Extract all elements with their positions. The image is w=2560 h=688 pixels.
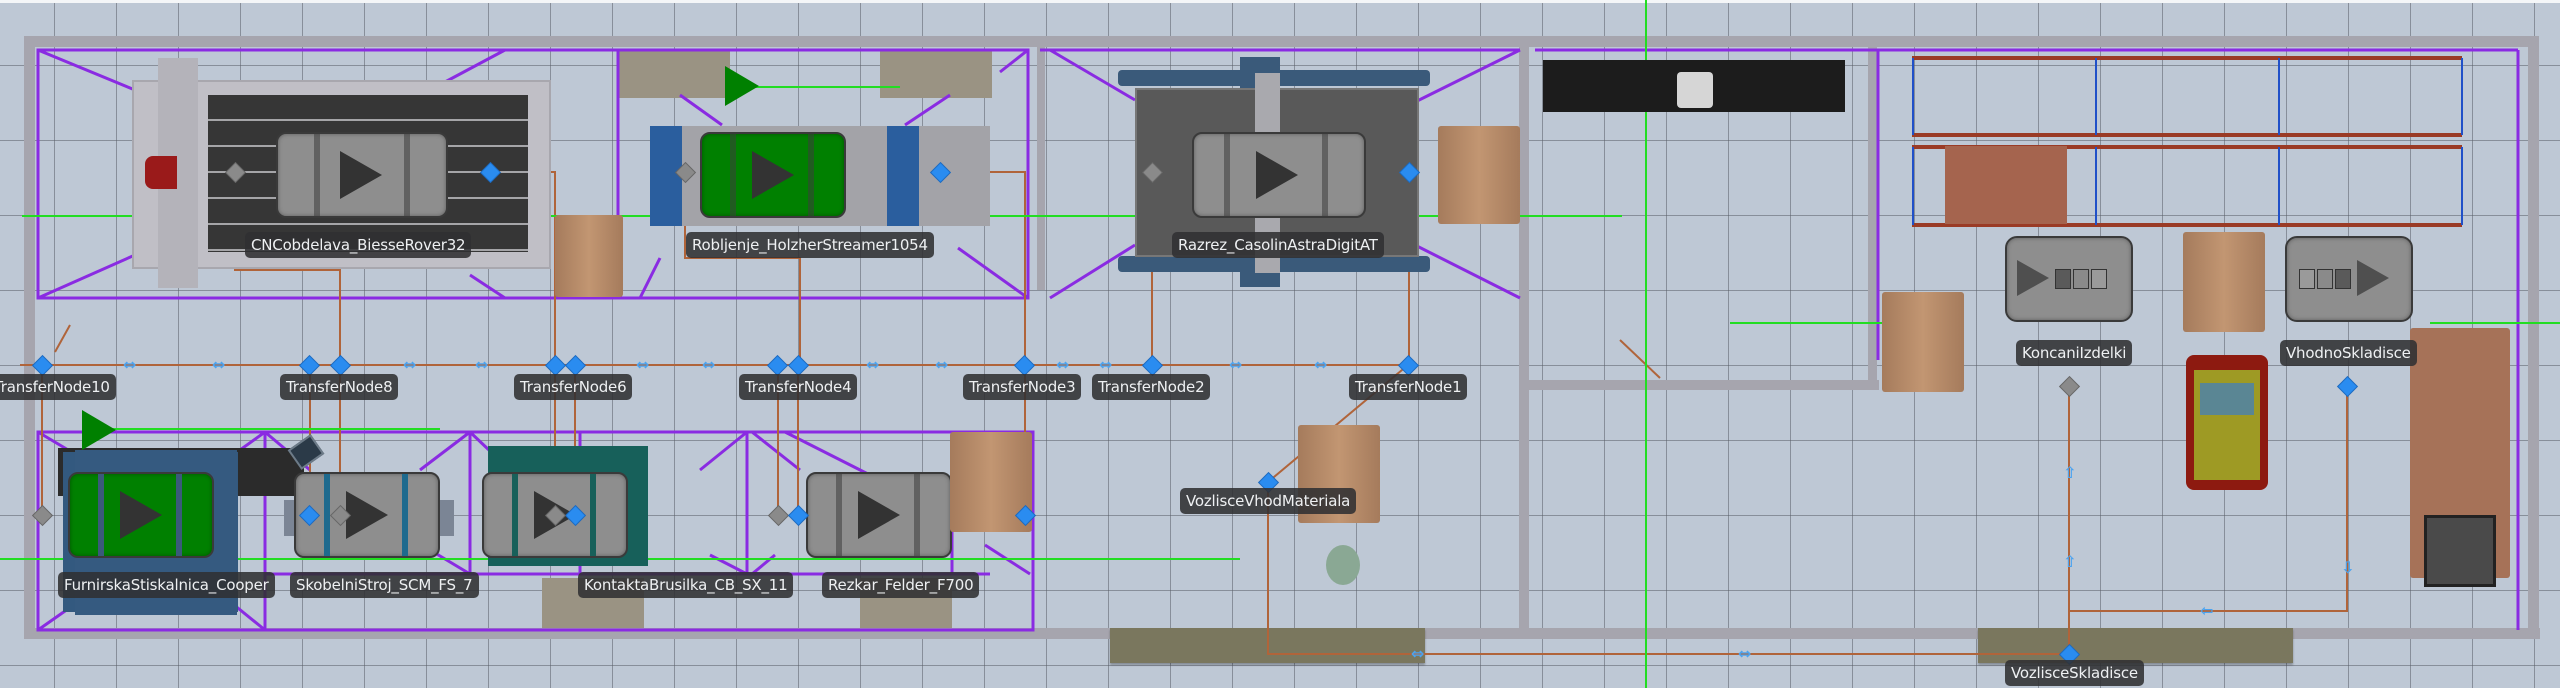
processor-label: FurnirskaStiskalnica_Cooper — [58, 572, 275, 598]
play-icon — [120, 491, 162, 539]
bidirectional-arrow-icon: ⇔ — [702, 355, 716, 374]
flow-line — [1730, 322, 1930, 324]
floor-pad-5 — [618, 50, 730, 98]
bidirectional-arrow-icon: ⇔ — [866, 355, 880, 374]
robot-arm-icon — [1677, 72, 1713, 108]
processor-rezkar-felder-f700[interactable] — [806, 472, 952, 558]
wall-divider-3 — [1868, 40, 1877, 390]
transfer-node-label: TransferNode6 — [514, 374, 633, 400]
flow-line — [740, 86, 900, 88]
up-arrow-icon: ⇧ — [2063, 463, 2077, 482]
bidirectional-arrow-icon: ⇔ — [403, 355, 417, 374]
sink-label: KoncaniIzdelki — [2016, 340, 2133, 366]
bidirectional-arrow-icon: ⇔ — [1229, 355, 1243, 374]
wall-top — [24, 36, 2539, 47]
source-arrow-icon — [82, 410, 116, 450]
bidirectional-arrow-icon: ⇔ — [1738, 644, 1752, 663]
bidirectional-arrow-icon: ⇔ — [935, 355, 949, 374]
flow-line — [1645, 0, 1647, 688]
wall-left — [24, 36, 35, 636]
stored-box — [2424, 515, 2496, 587]
processor-label: KontaktaBrusilka_CB_SX_11 — [578, 572, 794, 598]
network-node-label: VozlisceVhodMateriala — [1180, 488, 1357, 514]
flow-line — [2430, 322, 2560, 324]
floor-pad-2 — [1978, 628, 2293, 663]
view-top-edge — [0, 0, 2560, 3]
bidirectional-arrow-icon: ⇔ — [212, 355, 226, 374]
processor-label: CNCobdelava_BiesseRover32 — [245, 232, 472, 258]
pallet — [1438, 126, 1520, 224]
source-label: VhodnoSkladisce — [2280, 340, 2417, 366]
processor-label: SkobelniStroj_SCM_FS_7 — [290, 572, 479, 598]
area-outline-bottom-left — [36, 430, 1035, 632]
play-icon — [340, 151, 382, 199]
sink-koncaniizdelki[interactable] — [2005, 236, 2133, 322]
wall-divider-2 — [1519, 40, 1529, 630]
machine-cnc-red-head — [145, 156, 177, 189]
transfer-node-label: TransferNode1 — [1349, 374, 1468, 400]
sink-icon — [2017, 260, 2049, 296]
bidirectional-arrow-icon: ⇔ — [1099, 355, 1113, 374]
left-arrow-icon: ⇦ — [2200, 601, 2214, 620]
bidirectional-arrow-icon: ⇔ — [1056, 355, 1070, 374]
rack-stored-item — [1945, 146, 2067, 224]
processor-label: Rezkar_Felder_F700 — [822, 572, 980, 598]
wall-bottom-left — [24, 628, 1114, 639]
source-arrow-icon — [725, 66, 759, 106]
processor-furnirskastiskalnica-cooper[interactable] — [68, 472, 214, 558]
play-icon — [346, 491, 388, 539]
transfer-node-label: TransferNode10 — [0, 374, 116, 400]
flow-line — [100, 428, 440, 430]
source-vhodnoskladisce[interactable] — [2285, 236, 2413, 322]
play-icon — [752, 151, 794, 199]
wall-right — [2528, 36, 2539, 639]
machine-edgebander-blue-right — [887, 126, 919, 226]
pallet — [555, 215, 623, 297]
bidirectional-arrow-icon: ⇔ — [1411, 644, 1425, 663]
bidirectional-arrow-icon: ⇔ — [1314, 355, 1328, 374]
bidirectional-arrow-icon: ⇔ — [123, 355, 137, 374]
pallet — [2183, 232, 2265, 332]
area-outline-top-left — [36, 48, 1030, 300]
processor-label: Razrez_CasolinAstraDigitAT — [1172, 232, 1384, 258]
transfer-node-label: TransferNode3 — [963, 374, 1082, 400]
operator-icon — [1326, 545, 1360, 585]
transfer-node-label: TransferNode2 — [1092, 374, 1211, 400]
transfer-node-label: TransferNode8 — [280, 374, 399, 400]
wall-bottom-right — [1410, 628, 2540, 639]
machine-edgebander-blue-left — [650, 126, 682, 226]
processor-razrez-casolinastradigitat[interactable] — [1192, 132, 1366, 218]
pallet — [1882, 292, 1964, 392]
down-arrow-icon: ⇩ — [2341, 558, 2355, 577]
bidirectional-arrow-icon: ⇔ — [475, 355, 489, 374]
source-icon — [2357, 260, 2389, 296]
play-icon — [1256, 151, 1298, 199]
up-arrow-icon: ⇧ — [2063, 552, 2077, 571]
processor-label: Robljenje_HolzherStreamer1054 — [686, 232, 934, 258]
forklift-icon — [2186, 355, 2268, 490]
bidirectional-arrow-icon: ⇔ — [636, 355, 650, 374]
play-icon — [858, 491, 900, 539]
wall-divider-1 — [1037, 40, 1045, 290]
transfer-node-label: TransferNode4 — [739, 374, 858, 400]
processor-robljenje-holzherstreamer1054[interactable] — [700, 132, 846, 218]
processor-cncobdelava-biesserover32[interactable] — [276, 132, 448, 218]
floor-pad-6 — [880, 50, 992, 98]
wall-room-bottom — [1529, 380, 1879, 390]
network-node-label: VozlisceSkladisce — [2005, 660, 2144, 686]
